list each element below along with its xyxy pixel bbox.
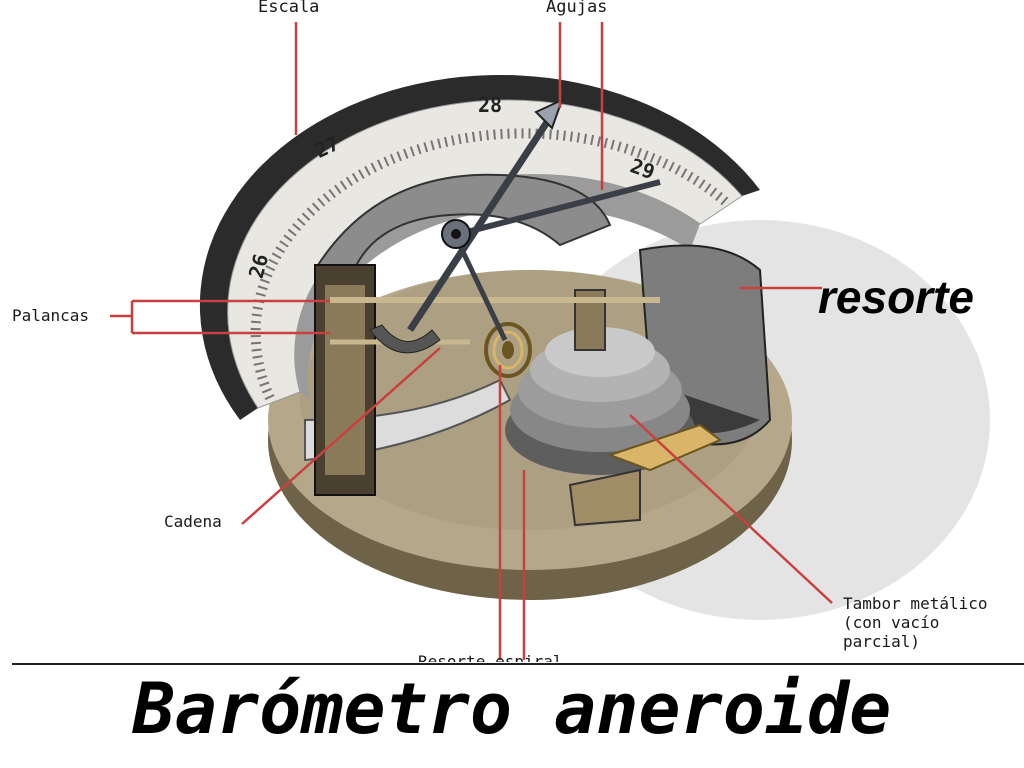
label-cadena: Cadena xyxy=(164,512,222,531)
label-palancas: Palancas xyxy=(12,306,90,325)
hairspring xyxy=(484,322,532,378)
crescent-lever xyxy=(369,324,441,354)
label-resorte: resorte xyxy=(818,271,974,323)
leader-cadena xyxy=(241,347,441,525)
pointer-hub-center xyxy=(451,229,461,239)
page-title: Barómetro aneroide xyxy=(132,668,892,750)
drum-top xyxy=(545,327,655,377)
label-escala: Escala xyxy=(258,0,320,17)
pointer-secondary xyxy=(454,179,661,238)
label-cut-off: Resorte espiral xyxy=(418,652,563,662)
label-tambor-metalico: Tambor metálico (con vacío parcial) xyxy=(843,594,988,651)
scale-number-28: 28 xyxy=(478,93,502,117)
dial-inner-wall xyxy=(294,174,700,400)
pointer-main xyxy=(407,108,558,332)
leader-lines xyxy=(110,22,833,660)
leader-tambor xyxy=(629,414,833,604)
mount-bracket xyxy=(568,468,641,527)
pointer-tip xyxy=(534,98,564,130)
cover-plate xyxy=(316,173,612,282)
pointer-shaft xyxy=(452,233,508,342)
label-agujas: Agujas xyxy=(546,0,608,17)
